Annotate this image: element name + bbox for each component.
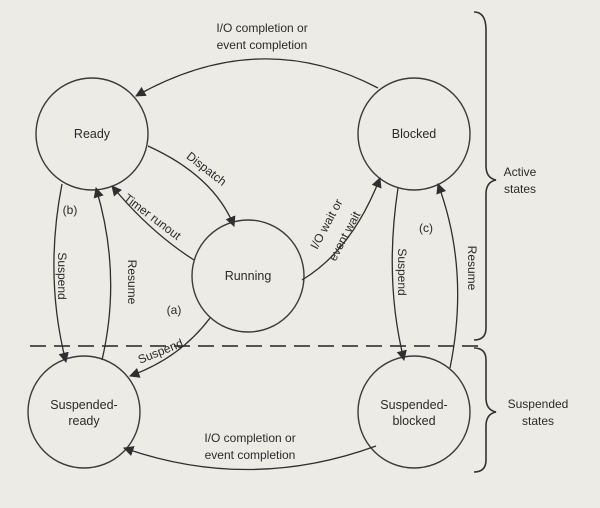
label-io-completion-top-line2: event completion bbox=[217, 38, 308, 52]
label-dispatch: Dispatch bbox=[184, 149, 229, 189]
state-suspended-ready-label-line2: ready bbox=[68, 414, 100, 428]
arrow-suspended-blocked-to-suspended-ready bbox=[123, 445, 377, 471]
suspended-states-brace bbox=[473, 347, 497, 473]
arrow-suspend-running bbox=[129, 317, 211, 378]
label-active-states-line2: states bbox=[504, 182, 536, 196]
marker-b: (b) bbox=[63, 203, 78, 217]
state-blocked-label: Blocked bbox=[392, 127, 437, 141]
label-io-completion-bottom-line1: I/O completion or bbox=[204, 431, 295, 445]
label-suspend-left: Suspend bbox=[55, 252, 69, 299]
state-blocked-circle bbox=[357, 77, 471, 191]
state-running: Running bbox=[191, 219, 305, 333]
state-suspended-ready-circle bbox=[27, 355, 141, 469]
marker-a: (a) bbox=[167, 303, 182, 317]
state-running-circle bbox=[191, 219, 305, 333]
state-suspended-ready-label-line1: Suspended- bbox=[50, 398, 117, 412]
state-ready-circle bbox=[35, 77, 149, 191]
label-resume-right: Resume bbox=[465, 246, 479, 291]
state-suspended-blocked: Suspended- blocked bbox=[357, 355, 471, 469]
state-ready: Ready bbox=[35, 77, 149, 191]
arrow-suspend-left bbox=[53, 183, 69, 364]
marker-c: (c) bbox=[419, 221, 433, 235]
state-suspended-blocked-label-line2: blocked bbox=[392, 414, 435, 428]
arrow-resume-right bbox=[436, 183, 459, 369]
state-running-label: Running bbox=[225, 269, 272, 283]
state-ready-label: Ready bbox=[74, 127, 111, 141]
label-io-completion-bottom-line2: event completion bbox=[205, 448, 296, 462]
state-suspended-blocked-label-line1: Suspended- bbox=[380, 398, 447, 412]
label-resume-left: Resume bbox=[125, 260, 139, 305]
arrow-timer-runout bbox=[111, 185, 195, 261]
label-active-states-line1: Active bbox=[504, 165, 537, 179]
state-suspended-blocked-circle bbox=[357, 355, 471, 469]
state-blocked: Blocked bbox=[357, 77, 471, 191]
label-suspended-states-line1: Suspended bbox=[508, 397, 569, 411]
arrow-resume-left bbox=[93, 187, 112, 361]
arrow-dispatch bbox=[147, 145, 236, 227]
label-suspended-states-line2: states bbox=[522, 414, 554, 428]
arrow-io-wait bbox=[301, 177, 382, 281]
active-states-brace bbox=[473, 11, 497, 341]
label-suspend-right: Suspend bbox=[395, 248, 409, 295]
state-suspended-ready: Suspended- ready bbox=[27, 355, 141, 469]
label-timer-runout: Timer runout bbox=[121, 191, 184, 243]
label-io-completion-top-line1: I/O completion or bbox=[216, 21, 307, 35]
arrow-suspend-right bbox=[391, 187, 407, 362]
arrow-blocked-to-ready bbox=[135, 58, 379, 97]
